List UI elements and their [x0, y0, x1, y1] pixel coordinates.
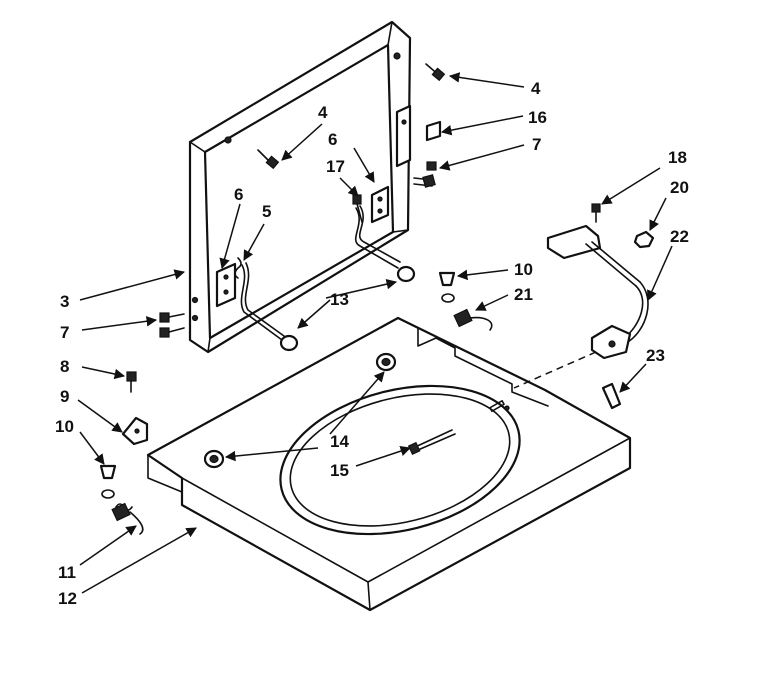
callout-21: 21 — [514, 285, 533, 304]
callout-8: 8 — [60, 357, 69, 376]
callout-22: 22 — [670, 227, 689, 246]
cap-10-left — [99, 464, 117, 480]
callout-9: 9 — [60, 387, 69, 406]
lid-frame — [188, 20, 412, 354]
callout-10-left: 10 — [55, 417, 74, 436]
leader-lines — [77, 72, 673, 594]
spring-21 — [441, 293, 493, 331]
spring-11 — [101, 489, 144, 535]
callout-18: 18 — [668, 148, 687, 167]
callout-3: 3 — [60, 292, 69, 311]
callout-4-top: 4 — [531, 79, 541, 98]
switch-harness-22 — [546, 224, 649, 360]
cap-10-rear — [438, 271, 456, 287]
callout-15: 15 — [330, 461, 349, 480]
nut-20 — [633, 230, 655, 249]
callout-7-right: 7 — [532, 135, 541, 154]
callout-6-left: 6 — [234, 185, 243, 204]
callout-12: 12 — [58, 589, 77, 608]
callout-20: 20 — [670, 178, 689, 197]
callout-7-left: 7 — [60, 323, 69, 342]
callout-17: 17 — [326, 157, 345, 176]
callout-13: 13 — [330, 290, 349, 309]
hinge-bushing-rear — [375, 352, 397, 372]
callout-11: 11 — [58, 563, 76, 582]
hinge-bushing-front — [203, 449, 225, 469]
hinge-bracket-right — [370, 185, 390, 224]
screw-4-left — [257, 149, 280, 170]
hinge-rod-right — [354, 205, 416, 283]
switch-bracket — [395, 104, 442, 168]
bracket-9 — [121, 416, 149, 446]
screw-7-right — [413, 161, 437, 188]
callout-10-rear: 10 — [514, 260, 533, 279]
hinge-bracket-left — [215, 262, 237, 308]
lid-switch-18 — [591, 203, 601, 223]
spring-5 — [234, 257, 242, 279]
screw-7-left — [159, 312, 185, 338]
callout-5: 5 — [262, 202, 271, 221]
callout-6-right: 6 — [328, 130, 337, 149]
screw-4-top — [425, 63, 446, 82]
hinge-rod-left — [240, 262, 299, 352]
callout-4-left: 4 — [318, 103, 328, 122]
callout-16: 16 — [528, 108, 547, 127]
callout-23: 23 — [646, 346, 665, 365]
screw-8 — [126, 371, 137, 393]
callout-14: 14 — [330, 432, 349, 451]
clip-23 — [601, 382, 622, 410]
